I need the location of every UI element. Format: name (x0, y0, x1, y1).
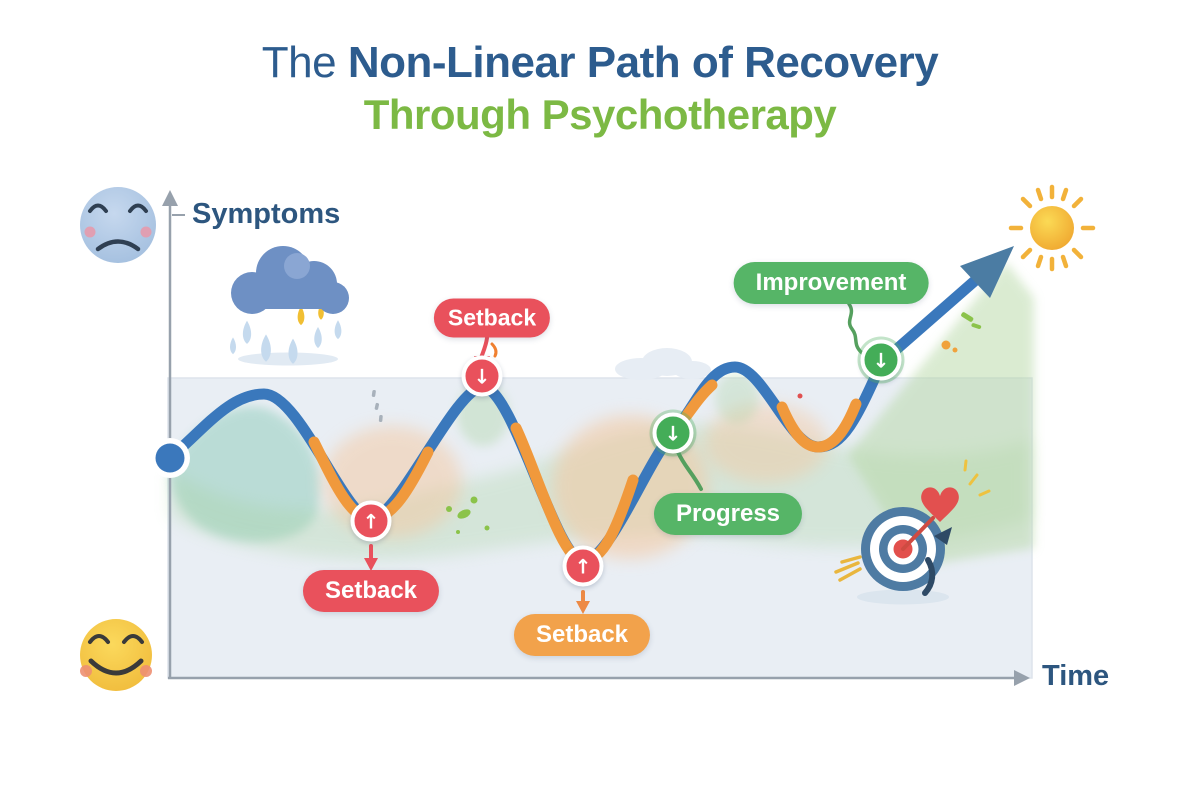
sun-icon (1008, 184, 1096, 272)
improvement-down-badge: ↓ (860, 339, 902, 381)
y-axis-label: Symptoms (192, 198, 341, 230)
soft-area-fills (170, 262, 1034, 566)
rain-cloud-icon (230, 246, 349, 366)
page-title: The Non-Linear Path of Recovery Through … (0, 38, 1200, 138)
progress-pill: Progress (653, 493, 803, 535)
setback-up-badge-2: ↑ (562, 545, 604, 587)
title-line-1: The Non-Linear Path of Recovery (0, 38, 1200, 87)
setback-down-badge: ↓ (461, 355, 503, 397)
small-cloud-icon (615, 348, 711, 380)
title-the: The (261, 38, 348, 87)
setback-up-badge-1: ↑ (350, 500, 392, 542)
setback-peak-pill: Setback (433, 298, 551, 338)
decorative-specks (371, 312, 982, 534)
down-arrow-icon: ↓ (473, 364, 491, 388)
curve-arrowhead (960, 246, 1014, 298)
down-arrow-icon: ↓ (872, 348, 890, 372)
target-heart-icon (834, 459, 991, 605)
title-line-2: Through Psychotherapy (363, 91, 837, 139)
progress-down-badge: ↓ (652, 412, 694, 454)
improvement-pill: Improvement (733, 262, 929, 304)
happy-face-icon (80, 619, 152, 691)
up-arrow-icon: ↑ (574, 554, 592, 578)
down-arrow-icon: ↓ (664, 421, 682, 445)
x-axis-label: Time (1042, 660, 1110, 692)
up-arrow-icon: ↑ (362, 509, 380, 533)
sad-face-icon (80, 187, 156, 263)
setback-trough2-pill: Setback (513, 614, 651, 656)
title-main: Non-Linear Path of Recovery (347, 38, 939, 87)
curve-start-dot (155, 443, 185, 473)
setback-trough1-pill: Setback (302, 570, 440, 612)
